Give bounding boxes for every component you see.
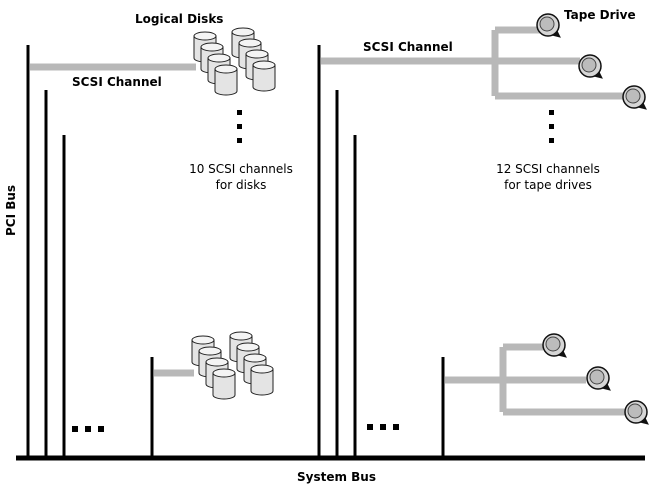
disk-channels-note-line1: 10 SCSI channels — [189, 162, 293, 176]
tape-channels-note-line2: for tape drives — [504, 178, 592, 192]
tape-reel-icon — [542, 333, 567, 358]
tape-drives-top — [536, 13, 647, 110]
disk-cylinder-icon — [250, 364, 274, 396]
disk-cylinder-icon — [252, 60, 276, 92]
tape-drive-label: Tape Drive — [564, 8, 636, 22]
disk-channels-note-line2: for disks — [215, 178, 267, 192]
disk-cylinder-icon — [214, 64, 238, 96]
tape-reel-icon — [578, 54, 603, 79]
tape-reel-icon — [624, 400, 649, 425]
scsi-channel-tree-bottom-right — [445, 343, 626, 416]
scsi-channel-tree-top-right — [321, 26, 624, 100]
scsi-channel-label-right: SCSI Channel — [363, 40, 453, 54]
disk-channels-note: 10 SCSI channels for disks — [186, 161, 296, 193]
tape-drives-bottom — [542, 333, 649, 425]
tape-reel-icon — [586, 366, 611, 391]
tape-channels-note: 12 SCSI channels for tape drives — [488, 161, 608, 193]
logical-disks-bottom — [191, 331, 274, 400]
disk-cylinder-icon — [212, 368, 236, 400]
ellipsis-icon-vertical-tapes — [549, 110, 554, 143]
scsi-channel-label-left: SCSI Channel — [72, 75, 162, 89]
logical-disks-top — [193, 27, 276, 96]
tape-reel-icon — [622, 85, 647, 110]
ellipsis-icon-horizontal-left — [72, 426, 104, 432]
ellipsis-icon-vertical-disks — [237, 110, 242, 143]
ellipsis-icon-horizontal-right — [367, 424, 399, 430]
tape-reel-icon — [536, 13, 561, 38]
tape-channels-note-line1: 12 SCSI channels — [496, 162, 600, 176]
pci-bus-label: PCI Bus — [4, 184, 18, 236]
logical-disks-label: Logical Disks — [135, 12, 224, 26]
system-bus-label: System Bus — [297, 470, 376, 484]
